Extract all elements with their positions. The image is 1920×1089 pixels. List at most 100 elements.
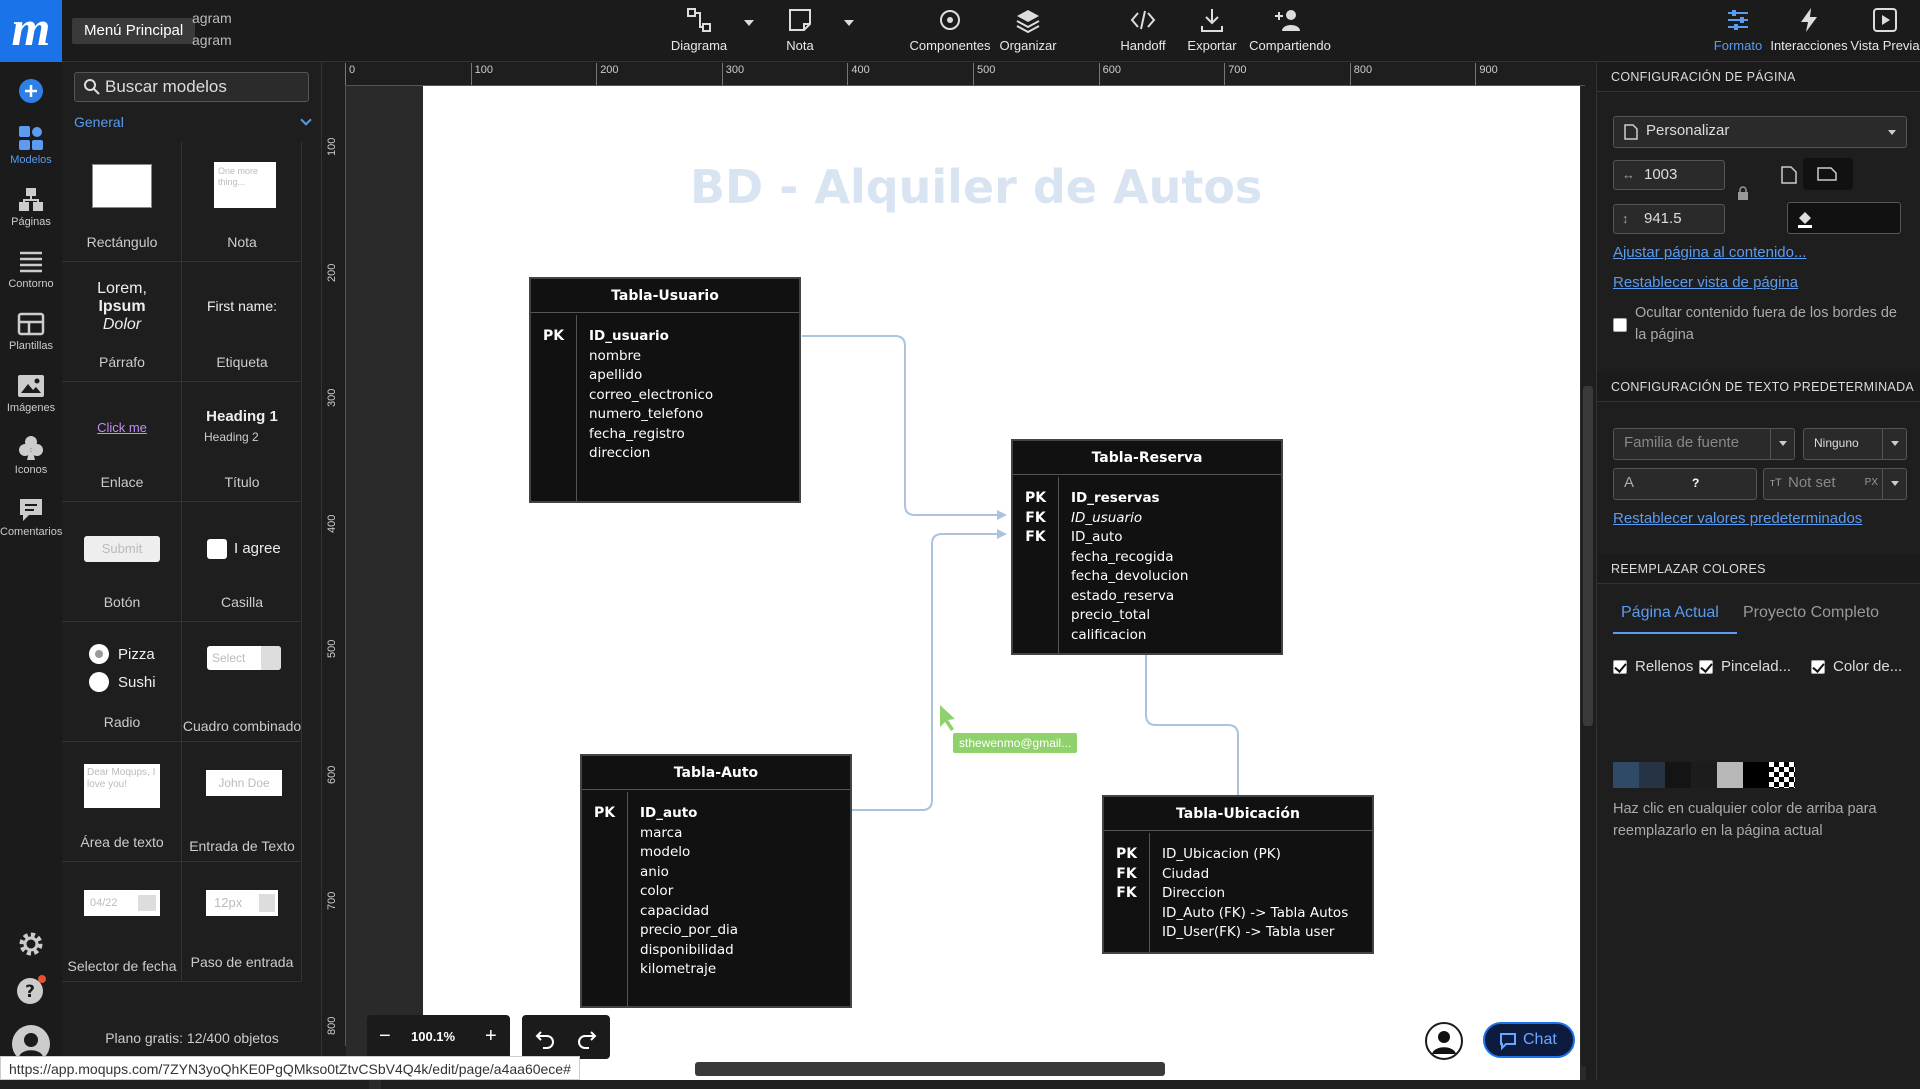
preview-tab[interactable]: Vista Previa	[1850, 6, 1920, 58]
redo-icon[interactable]	[576, 1027, 598, 1049]
hide-outside-checkbox[interactable]	[1613, 318, 1627, 332]
page-height-input[interactable]: ↕ 941.5	[1613, 204, 1725, 234]
nav-outline-label: Contorno	[8, 278, 54, 290]
diagram-dropdown-caret[interactable]	[744, 20, 754, 26]
model-text-input[interactable]: John Doe Entrada de Texto	[182, 742, 302, 862]
color-swatch[interactable]	[1691, 762, 1717, 788]
transparent-swatch[interactable]	[1769, 762, 1795, 788]
plan-status: Plano gratis: 12/400 objetos	[105, 1030, 279, 1046]
model-heading[interactable]: Heading 1 Heading 2 Título	[182, 382, 302, 502]
model-rectangle[interactable]: Rectángulo	[62, 142, 182, 262]
nav-comments[interactable]: Comentarios	[0, 496, 62, 538]
share-button[interactable]: Compartiendo	[1248, 6, 1332, 58]
left-navigation: Modelos Páginas Contorno Plantillas Imág…	[0, 62, 62, 1080]
diagram-tool-button[interactable]: Diagrama	[668, 6, 730, 58]
category-select[interactable]: General	[74, 114, 314, 130]
fit-page-link[interactable]: Ajustar página al contenido...	[1613, 244, 1807, 261]
font-family-select[interactable]: Familia de fuente	[1613, 428, 1795, 460]
nav-models[interactable]: Modelos	[0, 124, 62, 166]
help-button[interactable]: ?	[0, 974, 62, 1008]
table-title: Tabla-Auto	[582, 756, 850, 790]
preview-line: Ipsum	[98, 298, 146, 315]
format-tab[interactable]: Formato	[1710, 6, 1766, 58]
nav-images[interactable]: Imágenes	[0, 372, 62, 414]
handoff-button[interactable]: Handoff	[1116, 6, 1170, 58]
nav-icons[interactable]: Iconos	[0, 434, 62, 476]
model-note[interactable]: One more thing... Nota	[182, 142, 302, 262]
arrange-button[interactable]: Organizar	[998, 6, 1058, 58]
tab-current-page[interactable]: Página Actual	[1621, 604, 1719, 621]
reset-text-defaults-link[interactable]: Restablecer valores predeterminados	[1613, 510, 1863, 527]
settings-button[interactable]	[0, 930, 62, 960]
export-button[interactable]: Exportar	[1184, 6, 1240, 58]
model-label: Botón	[103, 594, 141, 610]
reset-page-view-link[interactable]: Restablecer vista de página	[1613, 274, 1799, 291]
model-radio[interactable]: Pizza Sushi Radio	[62, 622, 182, 742]
strokes-checkbox[interactable]	[1699, 660, 1713, 674]
sliders-icon	[1728, 10, 1748, 30]
diagram-title[interactable]: BD - Alquiler de Autos	[690, 160, 1263, 214]
note-dropdown-caret[interactable]	[844, 20, 854, 26]
table-usuario[interactable]: Tabla-Usuario PK ID_usuario nombre apell…	[529, 277, 801, 503]
nav-templates-label: Plantillas	[8, 340, 54, 352]
table-auto[interactable]: Tabla-Auto PK ID_auto marca modelo anio …	[580, 754, 852, 1008]
color-swatch[interactable]	[1743, 762, 1769, 788]
model-paragraph[interactable]: Lorem, Ipsum Dolor Párrafo	[62, 262, 182, 382]
components-button[interactable]: Componentes	[908, 6, 992, 58]
model-textarea[interactable]: Dear Moqups, I love you! Área de texto	[62, 742, 182, 862]
zoom-in-button[interactable]: +	[485, 1025, 497, 1047]
nav-templates[interactable]: Plantillas	[0, 310, 62, 352]
text-color-checkbox[interactable]	[1811, 660, 1825, 674]
model-link[interactable]: Click me Enlace	[62, 382, 182, 502]
canvas-vertical-scrollbar[interactable]	[1581, 86, 1595, 1066]
scroll-thumb[interactable]	[1583, 386, 1593, 726]
landscape-toggle[interactable]	[1803, 158, 1853, 190]
table-ubicacion[interactable]: Tabla-Ubicación PK FK FK ID_Ubicacion (P…	[1102, 795, 1374, 954]
key-pk: PK	[1115, 846, 1138, 862]
main-menu-logo[interactable]: m	[0, 0, 62, 62]
zoom-out-button[interactable]: −	[379, 1025, 391, 1047]
add-button[interactable]	[0, 77, 62, 107]
table-reserva[interactable]: Tabla-Reserva PK FK FK ID_reservas ID_us…	[1011, 439, 1283, 655]
font-family-placeholder: Familia de fuente	[1624, 434, 1740, 451]
page-fill-color[interactable]	[1787, 202, 1901, 234]
key-fk: FK	[1025, 509, 1046, 526]
color-swatch[interactable]	[1613, 762, 1639, 788]
undo-icon[interactable]	[534, 1027, 556, 1049]
model-date-picker[interactable]: 04/22 Selector de fecha	[62, 862, 182, 982]
page-preset-select[interactable]: Personalizar	[1613, 116, 1907, 148]
interactions-tab[interactable]: Interacciones	[1770, 6, 1848, 58]
zoom-level[interactable]: 100.1%	[411, 1029, 456, 1044]
page-width-input[interactable]: ↔ 1003	[1613, 160, 1725, 190]
model-button[interactable]: Submit Botón	[62, 502, 182, 622]
portrait-icon[interactable]	[1781, 166, 1797, 184]
color-swatch[interactable]	[1639, 762, 1665, 788]
breadcrumb-page[interactable]: agram	[192, 32, 232, 48]
search-models-input[interactable]: Buscar modelos	[74, 72, 309, 102]
nav-outline[interactable]: Contorno	[0, 248, 62, 290]
pages-icon	[19, 188, 43, 211]
color-swatch[interactable]	[1717, 762, 1743, 788]
label-preview: First name:	[206, 298, 277, 314]
model-label-widget[interactable]: First name: Etiqueta	[182, 262, 302, 382]
ruler-tick	[1224, 63, 1226, 85]
font-size-input[interactable]: ᴛT Not set PX	[1763, 468, 1907, 500]
color-swatch[interactable]	[1665, 762, 1691, 788]
model-stepper[interactable]: 12px Paso de entrada	[182, 862, 302, 982]
font-weight-select[interactable]: Ninguno	[1803, 428, 1907, 460]
note-tool-button[interactable]: Nota	[772, 6, 828, 58]
canvas-horizontal-scroll-thumb[interactable]	[695, 1062, 1165, 1076]
breadcrumb-project[interactable]: agram	[192, 10, 232, 26]
comment-icon	[20, 499, 42, 521]
font-color-picker[interactable]: A ?	[1613, 468, 1757, 500]
fills-checkbox[interactable]	[1613, 660, 1627, 674]
model-checkbox[interactable]: I agree Casilla	[182, 502, 302, 622]
nav-pages[interactable]: Páginas	[0, 186, 62, 228]
model-combobox[interactable]: Select Cuadro combinado	[182, 622, 302, 742]
tab-whole-project[interactable]: Proyecto Completo	[1743, 604, 1880, 621]
format-tab-label: Formato	[1713, 38, 1763, 53]
user-account-button[interactable]	[0, 1024, 62, 1066]
lock-icon[interactable]	[1737, 186, 1749, 200]
collaborator-avatar[interactable]	[1425, 1022, 1463, 1060]
chat-button[interactable]: Chat	[1483, 1022, 1575, 1058]
